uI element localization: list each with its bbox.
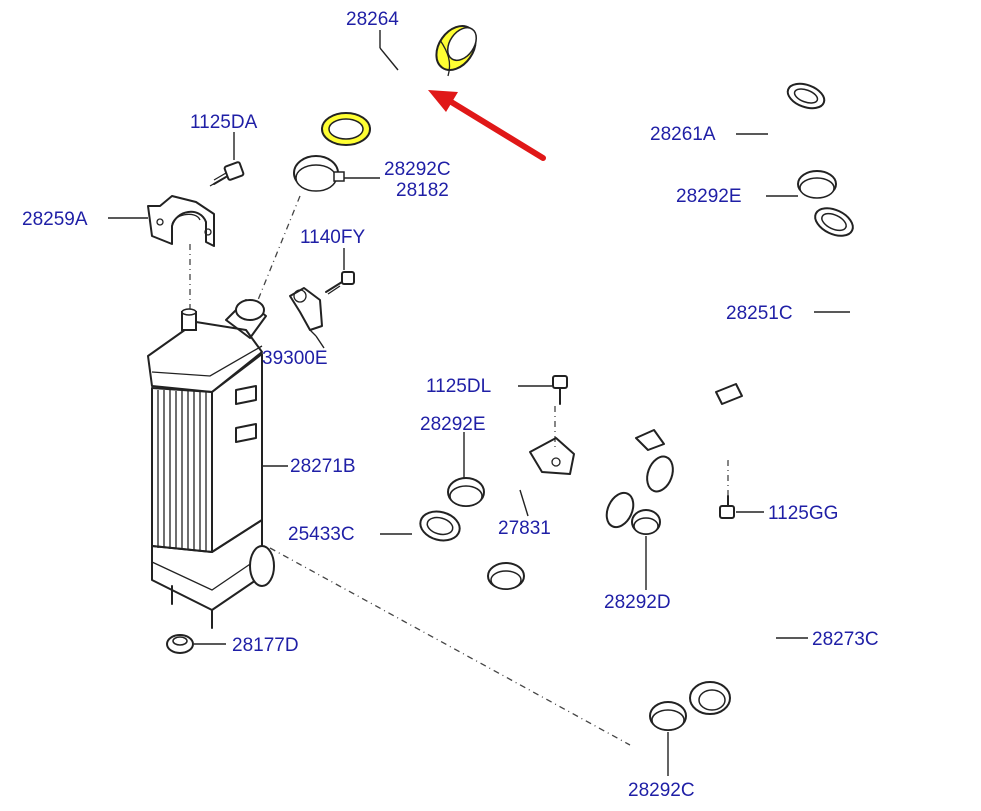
label-28182: 28182: [396, 180, 449, 201]
label-28261a: 28261A: [650, 124, 716, 145]
clamp-28292e-mid[interactable]: [447, 477, 485, 507]
label-39300e: 39300E: [262, 348, 328, 369]
leader-lines: [108, 30, 850, 776]
label-1125dl: 1125DL: [426, 376, 491, 397]
label-28292d: 28292D: [604, 592, 671, 613]
bolt-1125gg[interactable]: [719, 495, 735, 519]
label-28292c-bottom: 28292C: [628, 780, 695, 801]
label-28271b: 28271B: [290, 456, 356, 477]
hose-28251c[interactable]: [635, 203, 885, 495]
bracket-28259a[interactable]: [147, 195, 215, 247]
label-28292c-top: 28292C: [384, 159, 451, 180]
part-labels: 28264 1125DA 28292C 28182 28261A 28259A …: [22, 9, 879, 801]
label-28251c: 28251C: [726, 303, 793, 324]
intercooler-28271b[interactable]: [147, 299, 275, 629]
label-25433c: 25433C: [288, 524, 355, 545]
clamp-28292d[interactable]: [631, 509, 661, 535]
label-1125da: 1125DA: [190, 112, 258, 133]
label-28264: 28264: [346, 9, 399, 30]
bolt-1125dl[interactable]: [552, 375, 568, 405]
label-28259a: 28259A: [22, 209, 88, 230]
label-28292e-mid: 28292E: [420, 414, 486, 435]
clamp-28292e-top[interactable]: [797, 170, 837, 199]
hose-25433c[interactable]: [412, 507, 497, 622]
label-27831: 27831: [498, 518, 551, 539]
sensor-39300e[interactable]: [289, 287, 323, 337]
hose-28273c[interactable]: [669, 531, 770, 715]
hose-28264-highlighted[interactable]: [321, 19, 484, 146]
clamp-small-mid[interactable]: [487, 562, 525, 590]
nut-28177d[interactable]: [166, 634, 194, 654]
bolt-1140fy[interactable]: [325, 271, 355, 295]
hose-28261a[interactable]: [774, 79, 827, 173]
label-28292e-top: 28292E: [676, 186, 742, 207]
label-1125gg: 1125GG: [768, 503, 838, 524]
red-pointer-arrow: [428, 90, 546, 161]
label-1140fy: 1140FY: [300, 227, 365, 248]
bolt-1125da[interactable]: [209, 161, 245, 187]
pipe-27831[interactable]: [455, 437, 638, 531]
clamp-28292c-top[interactable]: [293, 155, 345, 192]
label-28273c: 28273C: [812, 629, 879, 650]
clamp-28292c-bottom[interactable]: [649, 701, 687, 731]
label-28177d: 28177D: [232, 635, 299, 656]
